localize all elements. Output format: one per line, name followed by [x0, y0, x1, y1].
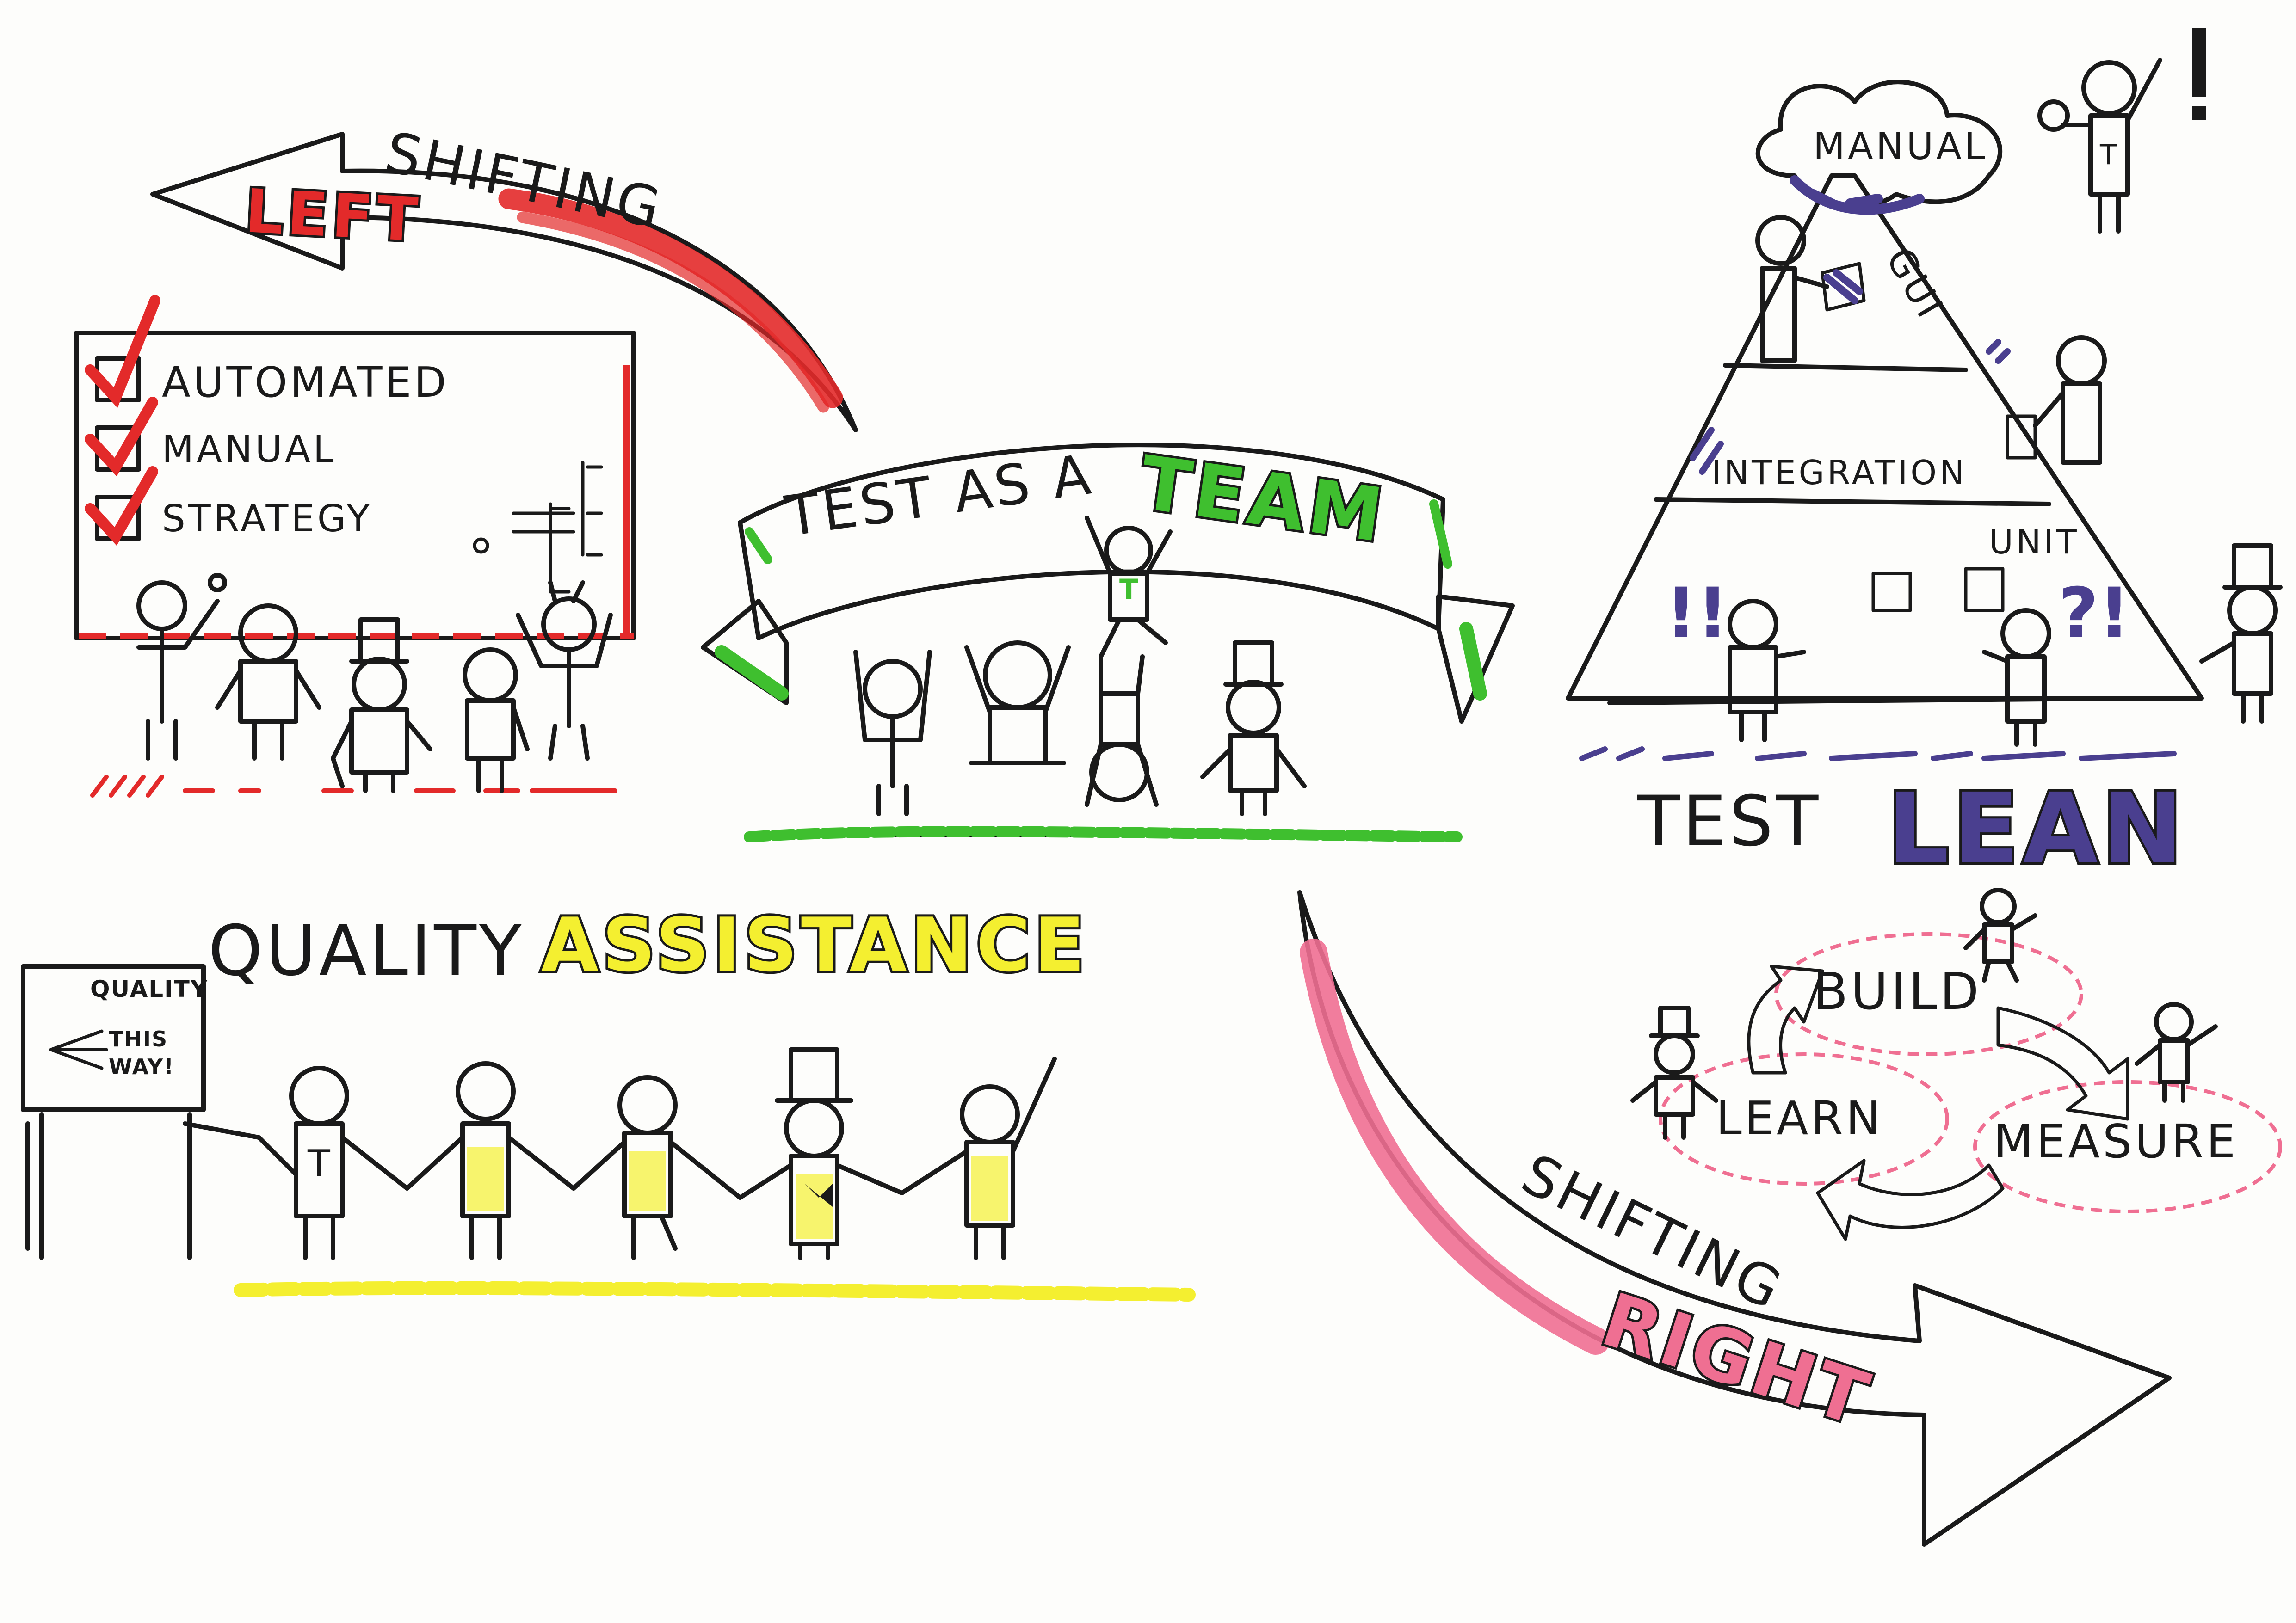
sign-line-way: WAY!	[109, 1054, 175, 1079]
pyramid-tester-letter: T	[2100, 139, 2117, 171]
shift-left-accent: LEFT	[241, 173, 426, 258]
shift-right-arrow	[1297, 890, 2172, 1547]
team-banner	[701, 443, 1515, 842]
checklist-item-strategy: STRATEGY	[162, 497, 372, 540]
checklist-item-manual: MANUAL	[162, 428, 337, 471]
pyramid-integration: INTEGRATION	[1711, 453, 1967, 492]
lean-prefix: TEST	[1637, 781, 1821, 862]
sign-line-quality: QUALITY	[90, 976, 209, 1002]
assistance-prefix: QUALITY	[208, 911, 525, 991]
lean-accent: LEAN	[1885, 770, 2187, 888]
test-pyramid	[1566, 28, 2283, 761]
sign-line-this: THIS	[109, 1027, 168, 1051]
lean-cycle	[1630, 888, 2282, 1241]
assistance-scene	[21, 964, 1196, 1302]
pyramid-unit: UNIT	[1989, 523, 2080, 561]
shift-left-arrow	[150, 132, 858, 432]
cycle-learn: LEARN	[1716, 1091, 1883, 1145]
team-shirt-letter: T	[1119, 573, 1138, 606]
pyramid-manual: MANUAL	[1813, 125, 1988, 168]
assistance-accent: ASSISTANCE	[539, 899, 1089, 990]
checklist-item-automated: AUTOMATED	[162, 358, 449, 407]
checklist-board	[74, 295, 636, 798]
assistance-shirt-letter: T	[308, 1142, 330, 1185]
pyramid-mark-left: !!	[1665, 573, 1728, 654]
pyramid-mark-right: ?!	[2058, 573, 2130, 654]
cycle-build: BUILD	[1813, 962, 1982, 1021]
cycle-measure: MEASURE	[1994, 1114, 2239, 1168]
